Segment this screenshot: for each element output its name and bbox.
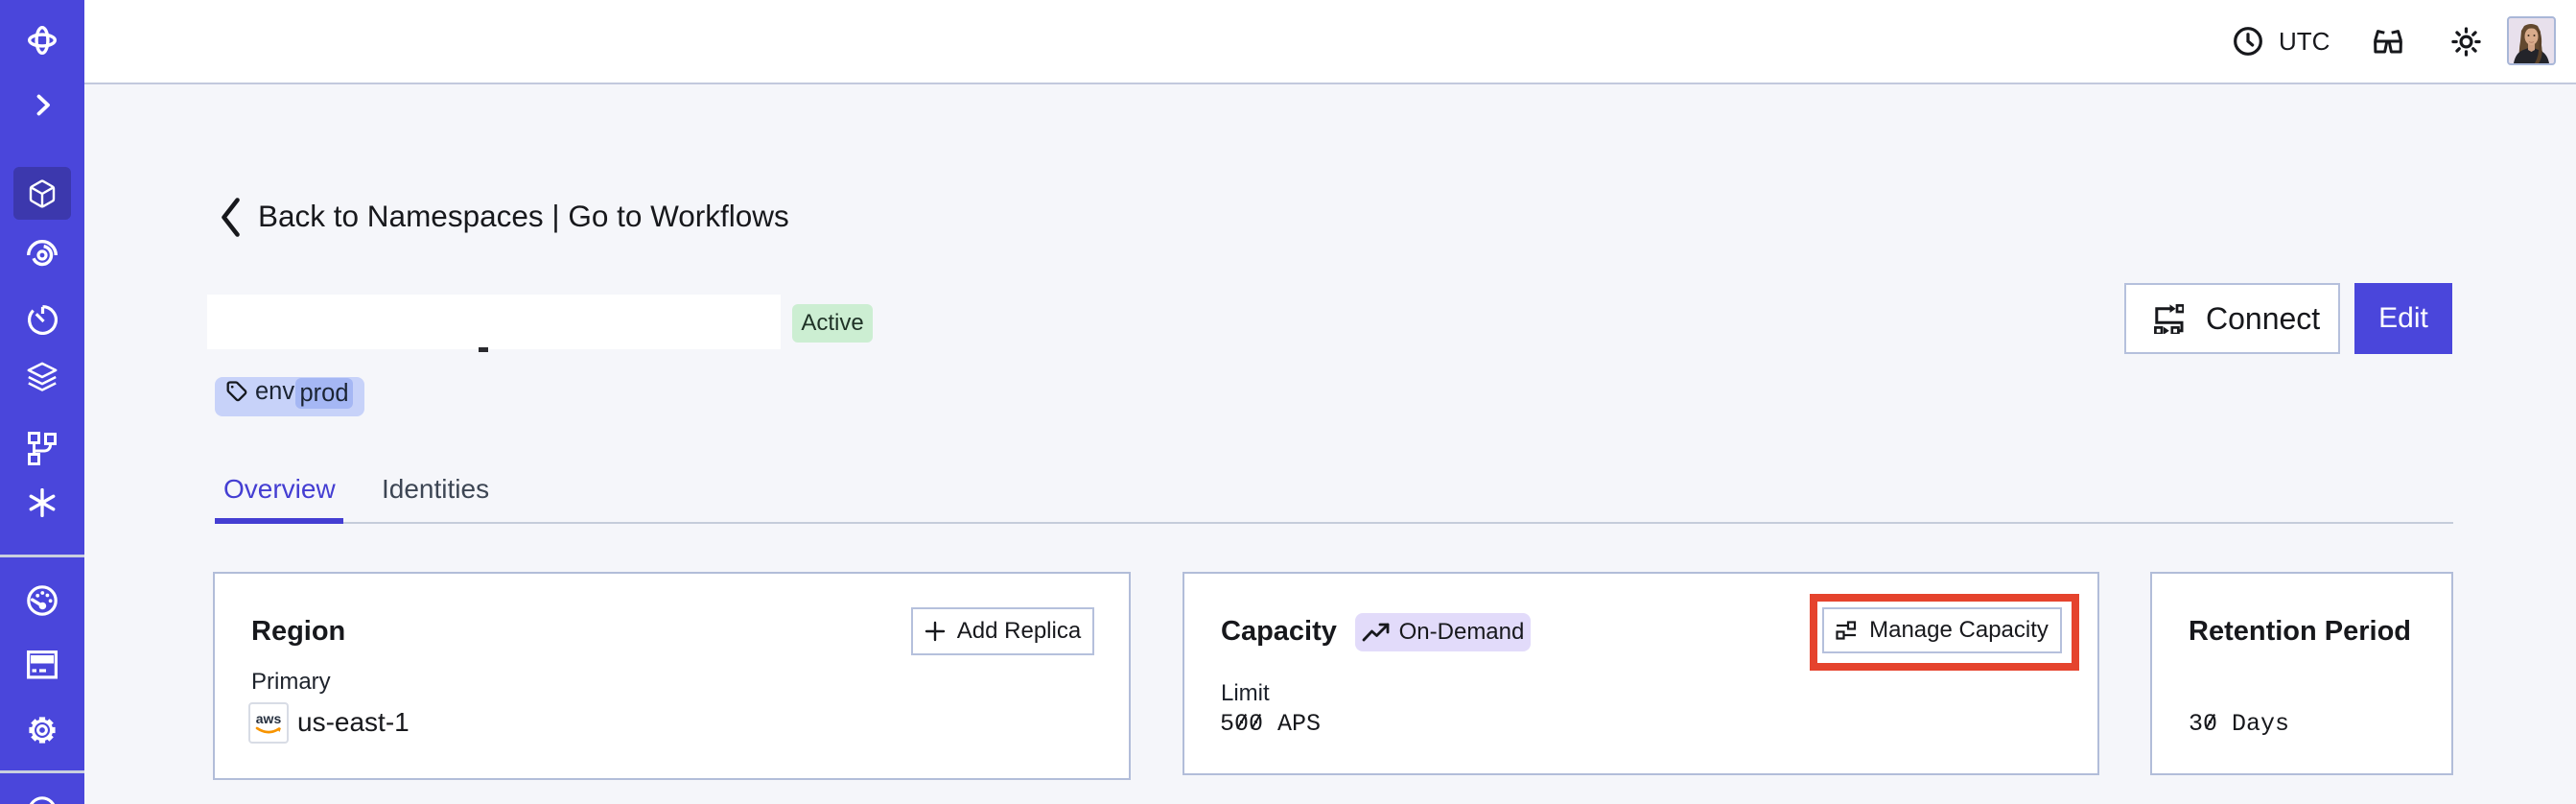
svg-text:aws: aws <box>256 711 282 726</box>
